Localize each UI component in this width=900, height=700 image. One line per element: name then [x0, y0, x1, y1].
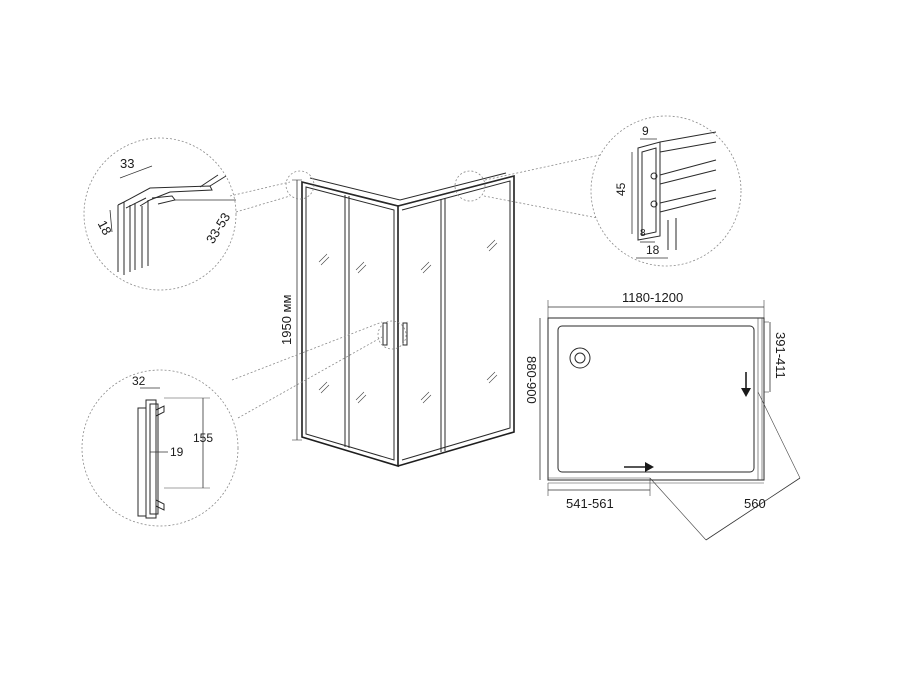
callout-circle-top-left — [285, 170, 315, 200]
callout-circle-top-right — [454, 170, 486, 202]
drain-icon — [569, 347, 591, 369]
dim-handle-depth: 19 — [170, 445, 184, 459]
detail-roller: 9 45 8 18 — [590, 115, 742, 267]
dim-roller-height: 45 — [614, 182, 628, 196]
plan-view: 1180-1200 880-900 391-411 — [524, 290, 801, 541]
callout-circle-handle — [377, 320, 407, 350]
detail-circle — [81, 369, 239, 527]
sliding-direction-arrow-front — [624, 462, 654, 472]
dim-handle-width: 32 — [132, 374, 146, 388]
detail-circle — [590, 115, 742, 267]
detail-handle: 32 19 155 — [81, 369, 239, 527]
shower-tray — [547, 317, 765, 481]
dim-roller-bottom: 18 — [646, 243, 660, 257]
dim-top-width: 33 — [120, 156, 134, 171]
handle-right — [402, 322, 408, 346]
dim-diagonal: 560 — [744, 496, 766, 511]
detail-circle — [83, 137, 237, 291]
dim-plan-length: 1180-1200 — [622, 290, 683, 305]
dim-roller-top: 9 — [642, 124, 649, 138]
handle-left — [382, 322, 388, 346]
dim-side-thickness: 18 — [95, 218, 115, 238]
dim-roller-gap: 8 — [640, 228, 646, 239]
sliding-direction-arrow-side — [741, 372, 751, 397]
detail-top-profile: 33 18 33-53 — [83, 137, 237, 291]
dim-handle-height: 155 — [193, 431, 213, 445]
enclosure-elevation: 1950 мм — [229, 154, 601, 468]
dim-height: 1950 мм — [279, 295, 294, 345]
dim-plan-width: 880-900 — [524, 356, 539, 404]
dim-front-opening: 541-561 — [566, 496, 614, 511]
dim-adjust-range: 33-53 — [203, 210, 233, 246]
dim-side-opening: 391-411 — [773, 332, 788, 379]
